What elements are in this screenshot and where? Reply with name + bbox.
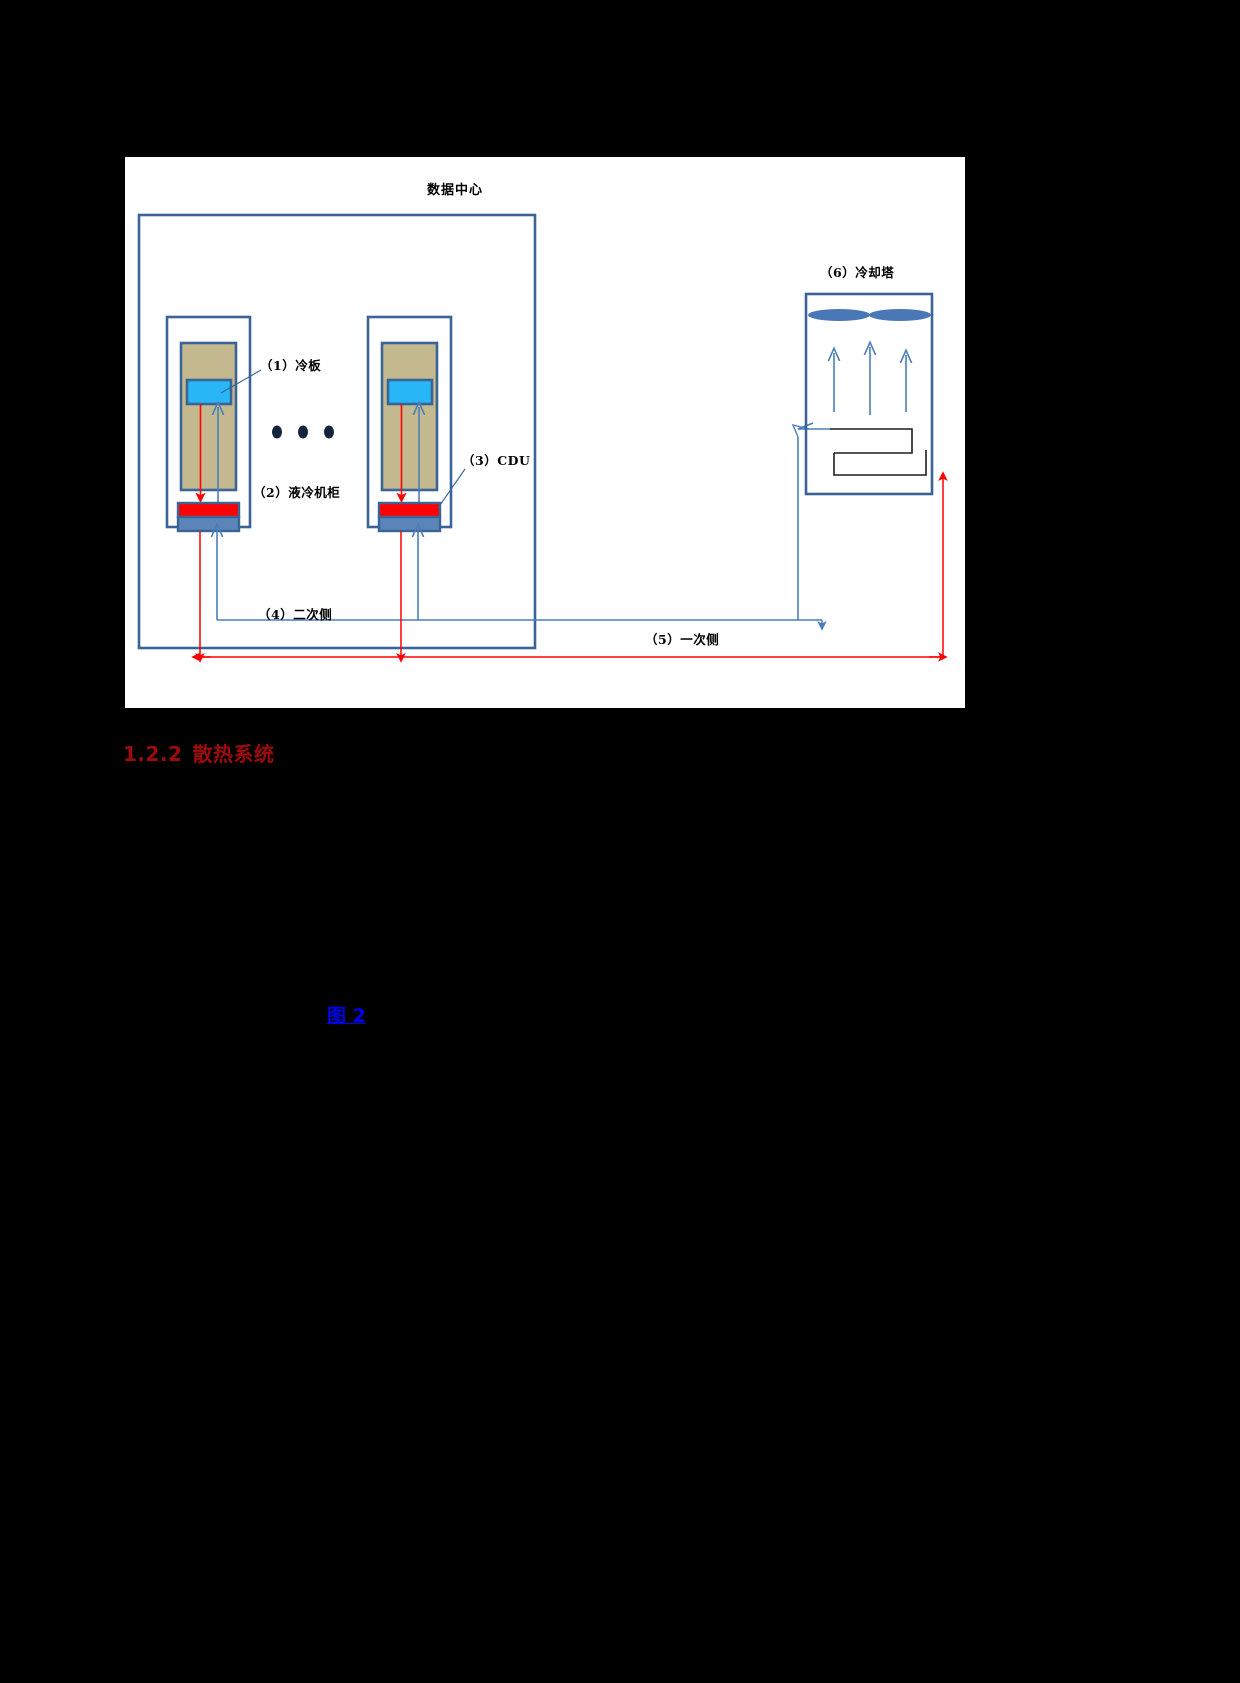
- label-secondary-side: （4）二次侧: [258, 607, 333, 622]
- tower-return-riser: [791, 422, 830, 620]
- primary-side-loop: [191, 471, 948, 663]
- cooling-tower-fan-blade-right: [869, 309, 931, 321]
- tower-baffle-lower: [833, 450, 927, 476]
- cdu-cold-section-1: [176, 515, 241, 533]
- label-liquid-cooled-cabinet: （2）液冷机柜: [253, 485, 341, 500]
- cdu-hot-section-2: [377, 501, 442, 519]
- data-center-room-frame: [137, 213, 537, 650]
- section-heading: 1.2.2 散热系统: [123, 738, 274, 767]
- section-heading-number: 1.2.2: [123, 742, 183, 766]
- cooling-system-diagram: [137, 213, 948, 663]
- cdu-hot-section-1: [176, 501, 241, 519]
- cold-plate-leader-line: [220, 369, 262, 394]
- section-heading-text: 散热系统: [192, 742, 275, 766]
- cooling-tower-fan-blade-left: [808, 309, 870, 321]
- liquid-cooled-cabinet-1: [165, 315, 252, 533]
- cold-plate-2: [386, 378, 434, 406]
- cold-plate-1: [185, 378, 233, 406]
- figure-diagram-canvas: 数据中心 （1）冷板 （2）液冷机柜 （3）CDU （4）二次侧 （5）一次侧 …: [125, 157, 965, 708]
- cooling-tower: [804, 292, 934, 496]
- label-cooling-tower: （6）冷却塔: [820, 265, 895, 280]
- tower-baffle-upper: [830, 428, 913, 454]
- label-cdu: （3）CDU: [462, 453, 531, 468]
- server-body-2: [380, 341, 439, 492]
- secondary-side-loop: [217, 529, 827, 631]
- server-body-1: [179, 341, 238, 492]
- data-center-title: 数据中心: [426, 183, 483, 198]
- label-cold-plate: （1）冷板: [260, 358, 322, 373]
- cdu-cold-section-2: [377, 515, 442, 533]
- cabinet-ellipsis-dots: [272, 425, 334, 439]
- figure-reference-link[interactable]: 图 2: [327, 1005, 366, 1027]
- cdu-leader-line: [437, 468, 466, 509]
- liquid-cooled-cabinet-2: [366, 315, 453, 533]
- label-primary-side: （5）一次侧: [645, 632, 720, 647]
